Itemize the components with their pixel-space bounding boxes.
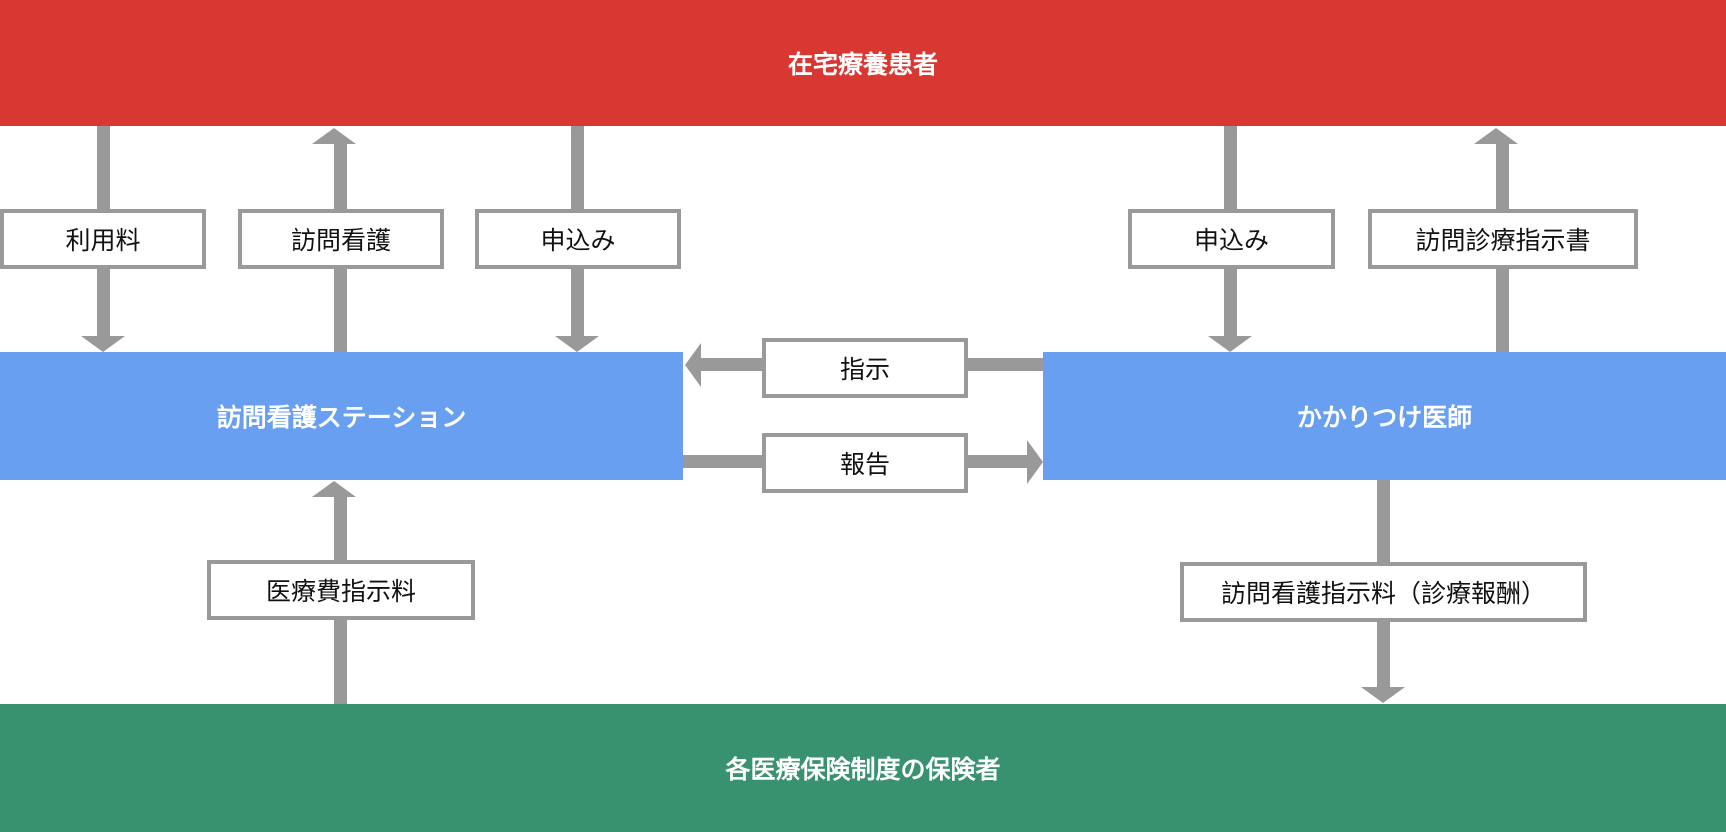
- edge-label-text: 報告: [839, 451, 890, 479]
- edge-label-text: 利用料: [65, 227, 141, 255]
- arrow-instruction-connector: [968, 358, 1043, 371]
- patient-band: 在宅療養患者: [0, 0, 1726, 126]
- arrow-report-shaft: [968, 455, 1028, 468]
- nursing-station-box: 訪問看護ステーション: [0, 352, 683, 480]
- nursing-station-label: 訪問看護ステーション: [216, 404, 467, 432]
- down-arrowhead-icon: [81, 336, 125, 352]
- edge-label-text: 訪問看護: [290, 227, 391, 255]
- up-arrowhead-icon: [312, 481, 356, 497]
- down-arrowhead-icon: [1361, 687, 1405, 703]
- up-arrowhead-icon: [1474, 128, 1518, 144]
- edge-label-text: 訪問診療指示書: [1415, 227, 1591, 255]
- up-arrowhead-icon: [312, 128, 356, 144]
- edge-label-medical-fee-instruction-fee: 医療費指示料: [207, 560, 475, 620]
- patient-band-label: 在宅療養患者: [787, 51, 938, 79]
- edge-label-usage-fee: 利用料: [0, 209, 206, 269]
- left-arrowhead-icon: [685, 343, 701, 387]
- insurer-band-label: 各医療保険制度の保険者: [725, 756, 1001, 784]
- family-doctor-label: かかりつけ医師: [1296, 404, 1473, 432]
- edge-label-text: 申込み: [1193, 227, 1269, 255]
- edge-label-visiting-care-instruction-doc: 訪問診療指示書: [1368, 209, 1638, 269]
- edge-label-report: 報告: [762, 433, 968, 493]
- arrow-instruction-shaft: [701, 358, 762, 371]
- edge-label-application-to-station: 申込み: [475, 209, 681, 269]
- edge-label-visiting-nursing-instruction-fee: 訪問看護指示料（診療報酬）: [1180, 562, 1587, 622]
- right-arrowhead-icon: [1027, 440, 1043, 484]
- down-arrowhead-icon: [555, 336, 599, 352]
- edge-label-text: 申込み: [540, 227, 616, 255]
- edge-label-instruction: 指示: [762, 338, 968, 398]
- arrow-report-connector: [683, 455, 762, 468]
- edge-label-application-to-doctor: 申込み: [1128, 209, 1335, 269]
- down-arrowhead-icon: [1208, 336, 1252, 352]
- edge-label-text: 指示: [839, 356, 890, 384]
- edge-label-text: 医療費指示料: [265, 578, 416, 606]
- family-doctor-box: かかりつけ医師: [1043, 352, 1726, 480]
- edge-label-visiting-nursing: 訪問看護: [238, 209, 444, 269]
- edge-label-text: 訪問看護指示料（診療報酬）: [1220, 580, 1546, 608]
- insurer-band: 各医療保険制度の保険者: [0, 704, 1726, 832]
